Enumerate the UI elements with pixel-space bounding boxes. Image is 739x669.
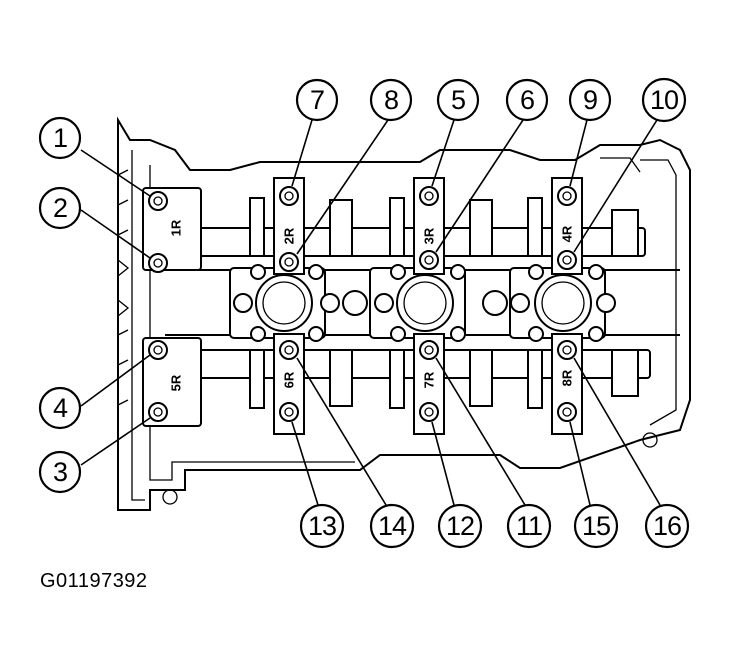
callout-8: 8 xyxy=(369,78,413,122)
callout-15: 15 xyxy=(573,503,619,549)
callout-9-number: 9 xyxy=(583,85,597,115)
bolt-7 xyxy=(279,186,299,206)
bolt-3 xyxy=(148,402,168,422)
bolt-4 xyxy=(148,340,168,360)
callout-11-number: 11 xyxy=(516,511,542,541)
callout-3: 3 xyxy=(38,450,82,494)
bolt-16 xyxy=(557,340,577,360)
bolt-9 xyxy=(557,186,577,206)
callout-5: 5 xyxy=(436,78,480,122)
callout-4: 4 xyxy=(38,386,82,430)
cap-label-7r: 7R xyxy=(422,371,437,388)
callout-9: 9 xyxy=(568,78,612,122)
callout-16-number: 16 xyxy=(653,511,681,541)
cap-label-1r: 1R xyxy=(169,219,184,236)
callout-10-number: 10 xyxy=(650,85,678,115)
cap-label-3r: 3R xyxy=(422,227,437,244)
callout-5-number: 5 xyxy=(451,85,465,115)
cap-label-4r: 4R xyxy=(560,225,575,242)
callout-2: 2 xyxy=(38,186,82,230)
bolt-11 xyxy=(419,340,439,360)
callout-4-number: 4 xyxy=(53,393,68,423)
spark-plug-tube-row xyxy=(165,264,680,342)
callout-1-number: 1 xyxy=(53,123,67,153)
bolt-8 xyxy=(279,252,299,272)
leader-lines xyxy=(80,119,661,506)
callout-13: 13 xyxy=(299,503,345,549)
callout-15-number: 15 xyxy=(582,511,610,541)
callout-12: 12 xyxy=(437,503,483,549)
callouts: 1 2 4 3 7 8 5 6 9 10 13 14 12 11 15 16 xyxy=(38,77,690,549)
bolt-10 xyxy=(557,250,577,270)
cap-label-5r: 5R xyxy=(169,374,184,391)
callout-2-number: 2 xyxy=(53,193,67,223)
callout-14: 14 xyxy=(369,503,415,549)
callout-1: 1 xyxy=(38,116,82,160)
callout-16: 16 xyxy=(644,503,690,549)
callout-8-number: 8 xyxy=(384,85,398,115)
bolt-14 xyxy=(279,340,299,360)
bolt-15 xyxy=(557,402,577,422)
cap-label-8r: 8R xyxy=(560,369,575,386)
callout-10: 10 xyxy=(641,77,687,123)
callout-7: 7 xyxy=(295,78,339,122)
bolt-6 xyxy=(419,250,439,270)
callout-6-number: 6 xyxy=(520,85,534,115)
bolt-2 xyxy=(148,253,168,273)
callout-14-number: 14 xyxy=(378,511,407,541)
cap-labels: 1R 2R 3R 4R 5R 6R 7R 8R xyxy=(169,219,575,391)
bolt-5 xyxy=(419,186,439,206)
figure-code: G01197392 xyxy=(40,570,148,592)
cap-label-6r: 6R xyxy=(282,371,297,388)
bolt-12 xyxy=(419,402,439,422)
callout-11: 11 xyxy=(506,503,552,549)
bolt-1 xyxy=(148,191,168,211)
cap-label-2r: 2R xyxy=(282,227,297,244)
callout-6: 6 xyxy=(505,78,549,122)
bolt-13 xyxy=(279,402,299,422)
callout-3-number: 3 xyxy=(53,457,67,487)
bolts xyxy=(148,186,577,422)
callout-12-number: 12 xyxy=(446,511,474,541)
callout-7-number: 7 xyxy=(310,85,324,115)
callout-13-number: 13 xyxy=(308,511,336,541)
